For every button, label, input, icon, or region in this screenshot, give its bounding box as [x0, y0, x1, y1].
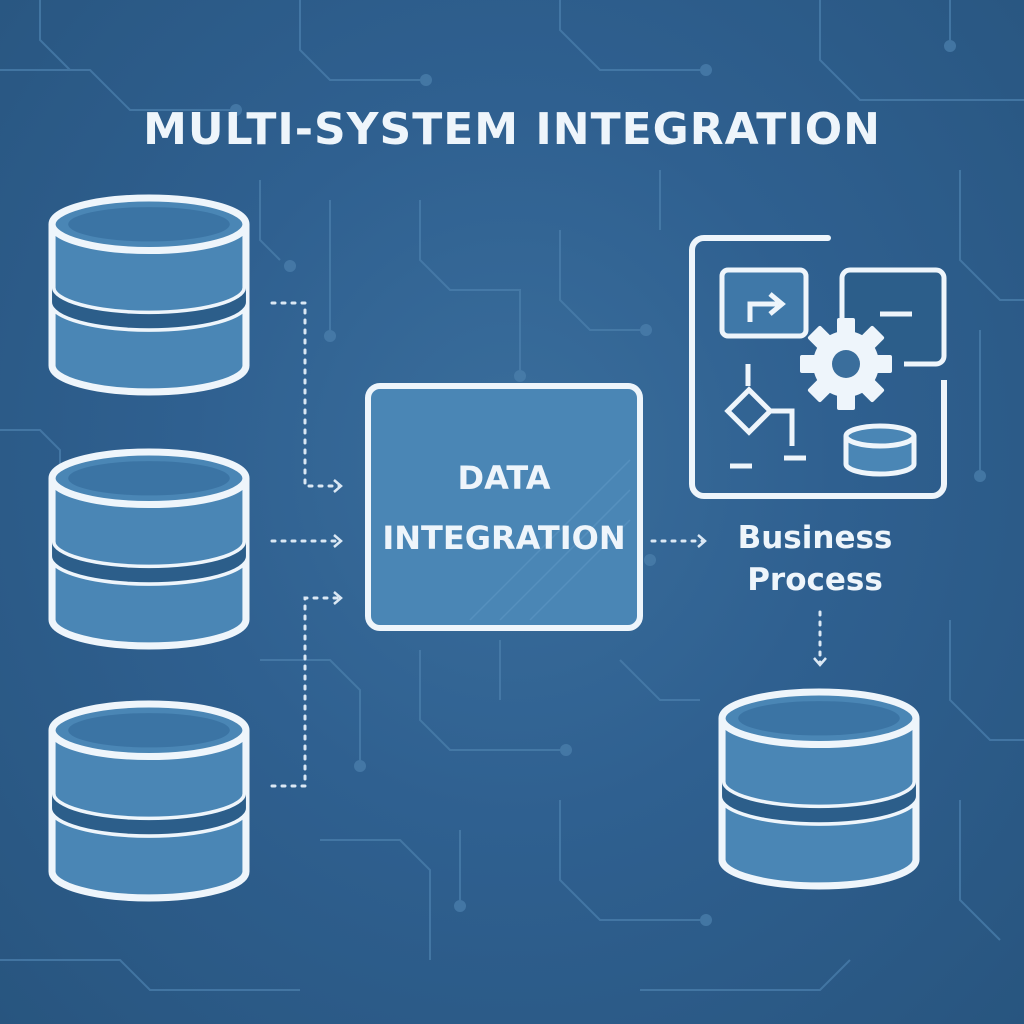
source-database-2-icon	[52, 452, 246, 646]
arrow-window-icon	[719, 267, 809, 339]
data-integration-label: DATA INTEGRATION	[368, 448, 640, 568]
data-integration-label-line1: DATA	[457, 459, 551, 497]
connector-source-1	[270, 301, 343, 493]
business-process-label-line2: Process	[747, 562, 883, 598]
source-database-3-icon	[52, 704, 246, 898]
connector-lines	[270, 301, 827, 788]
target-database-icon	[722, 692, 916, 886]
data-integration-box	[365, 383, 643, 631]
gear-icon	[800, 318, 892, 410]
source-database-1-icon	[52, 198, 246, 392]
business-process-label: Business Process	[690, 517, 940, 601]
connector-source-3	[270, 591, 343, 788]
flowchart-icon	[724, 364, 806, 469]
circuit-background	[0, 0, 1024, 991]
hub-texture	[469, 459, 631, 621]
data-integration-label-line2: INTEGRATION	[382, 519, 626, 557]
page-title: MULTI-SYSTEM INTEGRATION	[143, 104, 881, 155]
business-process-panel	[689, 235, 947, 499]
mini-database-icon	[843, 423, 917, 477]
business-process-label-line1: Business	[737, 520, 893, 556]
